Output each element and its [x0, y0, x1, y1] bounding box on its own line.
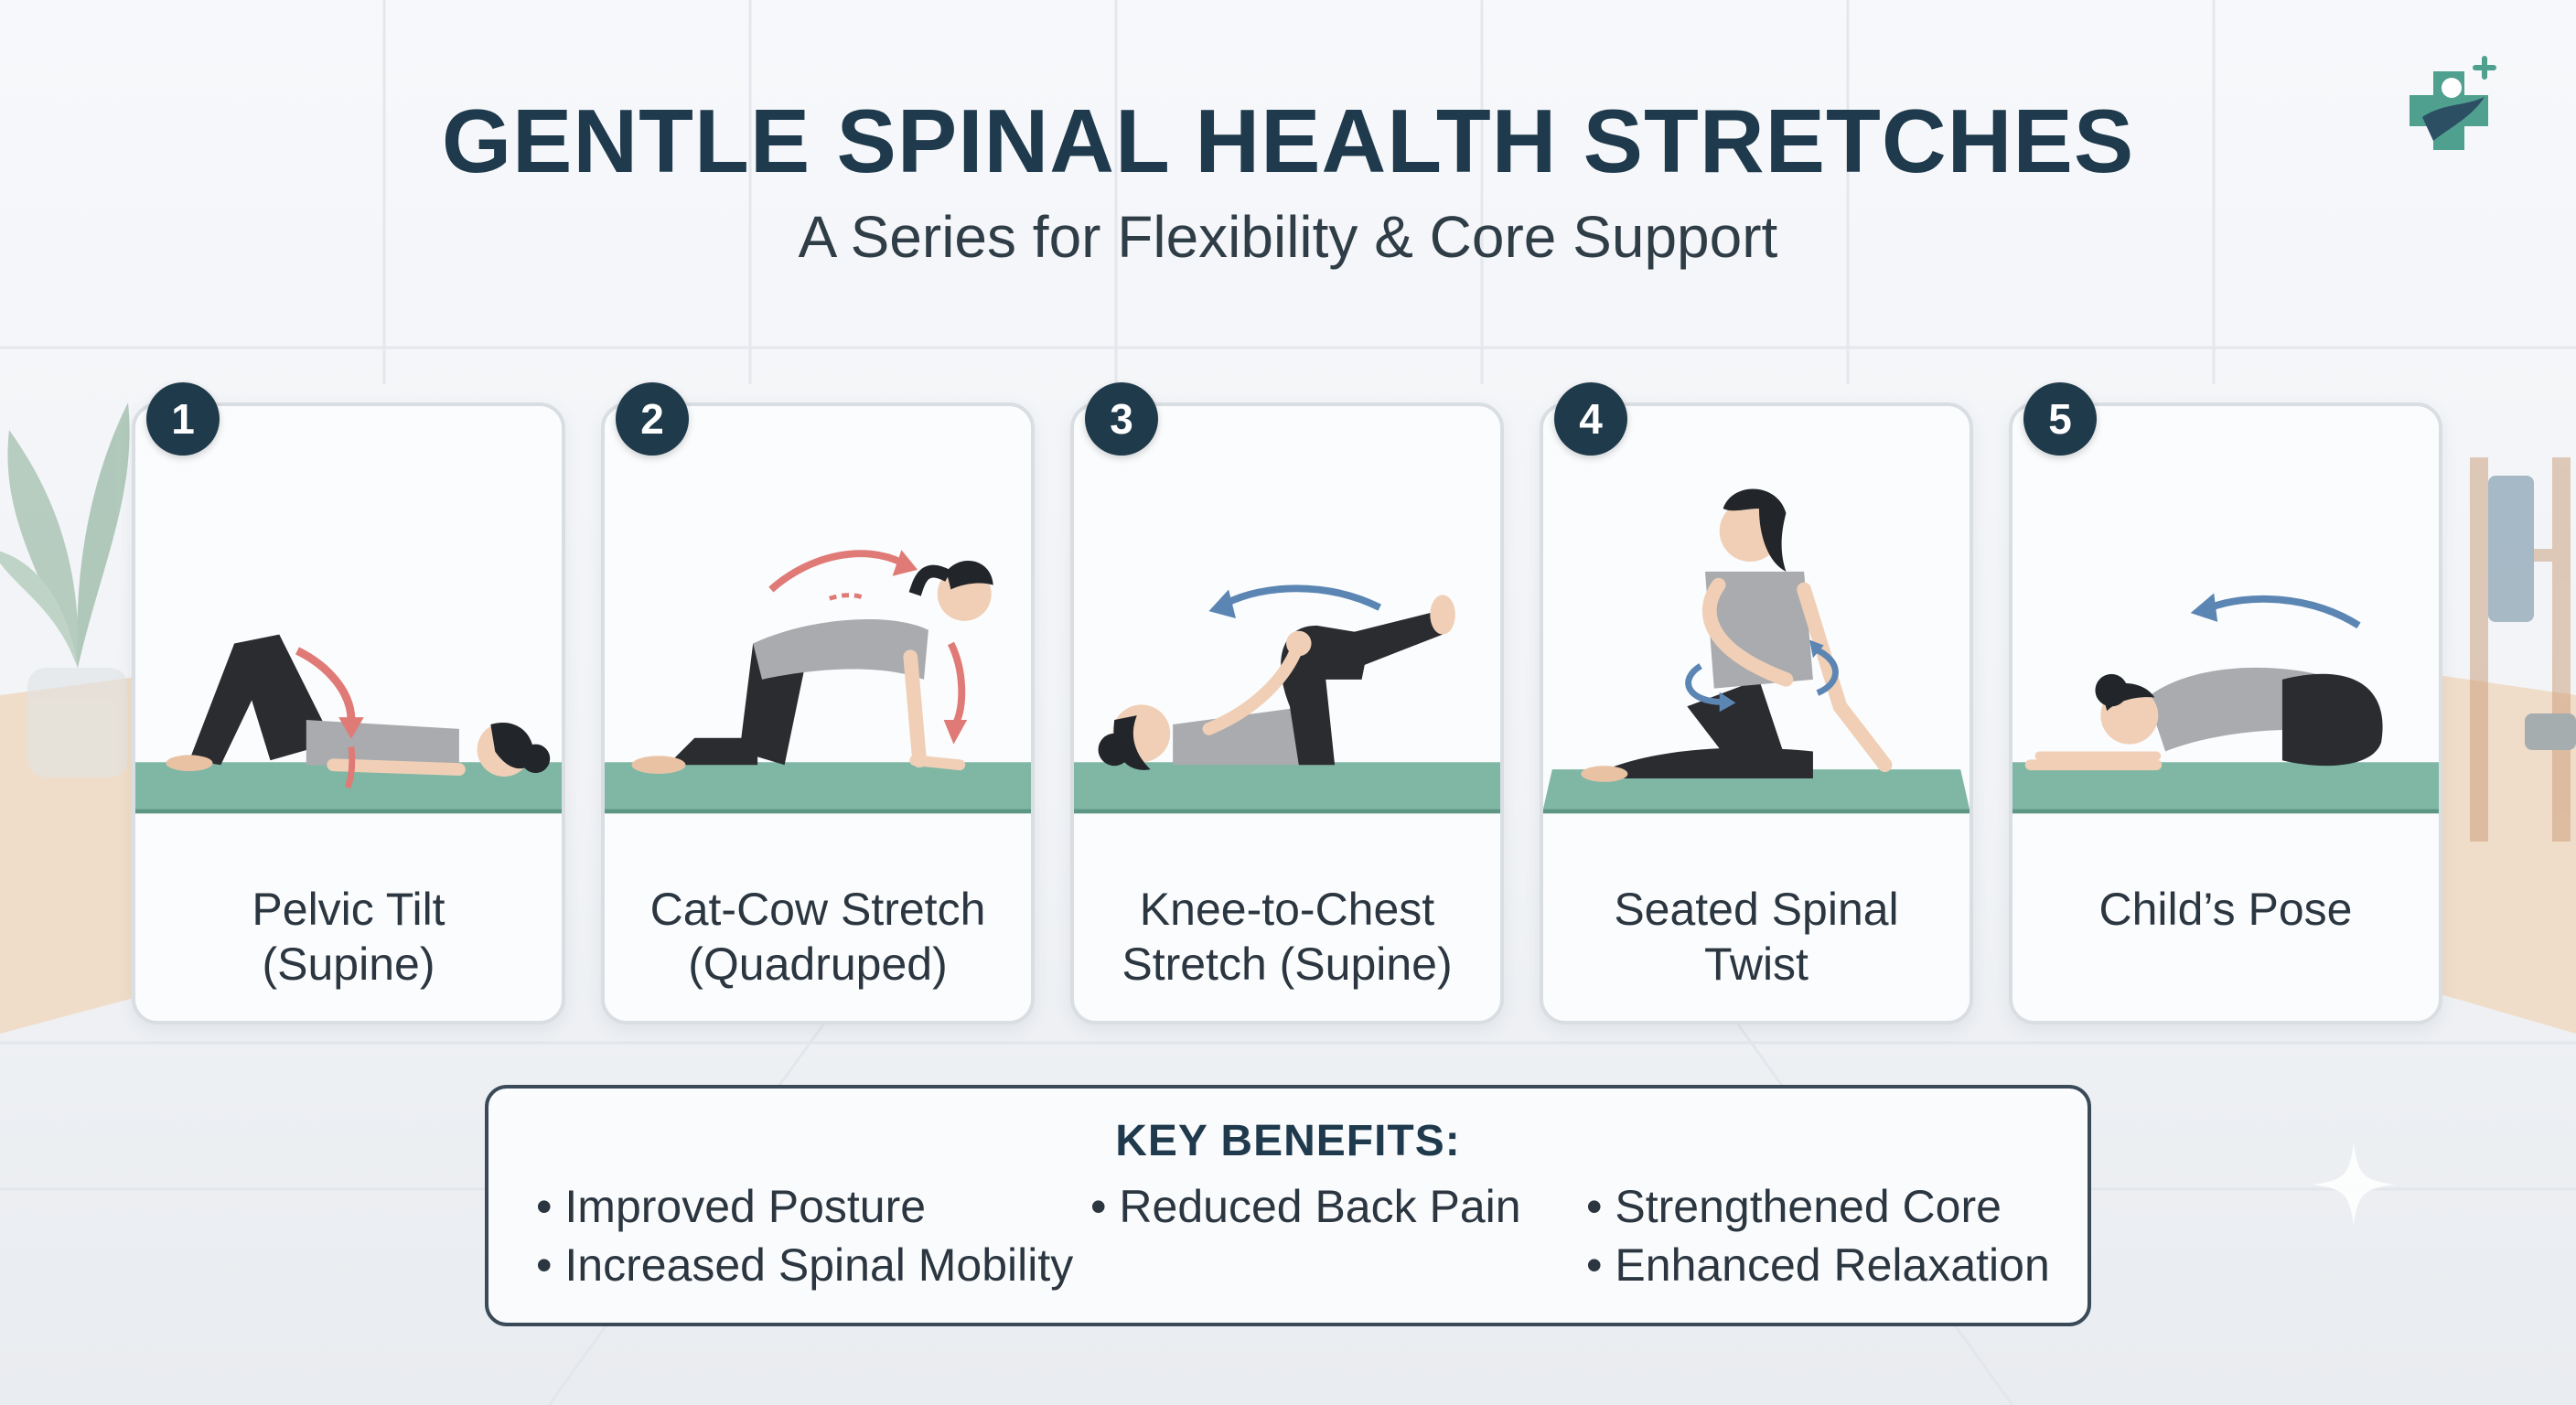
stretch-card-seated-spinal-twist: Seated Spinal Twist: [1540, 402, 1973, 1024]
page-subtitle: A Series for Flexibility & Core Support: [798, 204, 1778, 270]
step-number-badge: 1: [146, 382, 220, 456]
stretch-card-cat-cow: Cat-Cow Stretch (Quadruped): [601, 402, 1035, 1024]
step-number-badge: 2: [616, 382, 689, 456]
stretch-card-pelvic-tilt: Pelvic Tilt (Supine): [132, 402, 565, 1024]
key-benefits-panel: KEY BENEFITS: Improved Posture Increased…: [485, 1085, 2091, 1326]
step-number-badge: 3: [1085, 382, 1158, 456]
stretch-card-childs-pose: Child’s Pose: [2009, 402, 2442, 1024]
cat-cow-illustration: [605, 550, 1031, 814]
benefit-item: Enhanced Relaxation: [1586, 1239, 2049, 1292]
knee-to-chest-illustration: [1074, 585, 1500, 814]
benefit-item: Strengthened Core: [1586, 1180, 2002, 1233]
pelvic-tilt-illustration: [135, 634, 562, 814]
seated-spinal-twist-illustration: [1543, 488, 1970, 814]
stretch-label: Pelvic Tilt (Supine): [252, 884, 445, 990]
stretch-label: Knee-to-Chest Stretch (Supine): [1122, 884, 1453, 990]
step-number-badge: 4: [1554, 382, 1627, 456]
key-benefits-title: KEY BENEFITS:: [1115, 1117, 1461, 1165]
stretch-label: Seated Spinal Twist: [1614, 884, 1899, 990]
medical-cross-person-icon: [2410, 56, 2496, 150]
childs-pose-illustration: [2012, 593, 2439, 814]
benefit-item: Increased Spinal Mobility: [536, 1239, 1073, 1292]
benefit-item: Improved Posture: [536, 1180, 926, 1233]
page-title: GENTLE SPINAL HEALTH STRETCHES: [441, 91, 2135, 191]
benefit-item: Reduced Back Pain: [1090, 1180, 1520, 1233]
stretch-label: Child’s Pose: [2098, 884, 2353, 935]
sparkle-icon: [2313, 1143, 2395, 1226]
stretch-label: Cat-Cow Stretch (Quadruped): [649, 884, 986, 990]
step-number-badge: 5: [2023, 382, 2097, 456]
stretch-card-knee-to-chest: Knee-to-Chest Stretch (Supine): [1070, 402, 1504, 1024]
